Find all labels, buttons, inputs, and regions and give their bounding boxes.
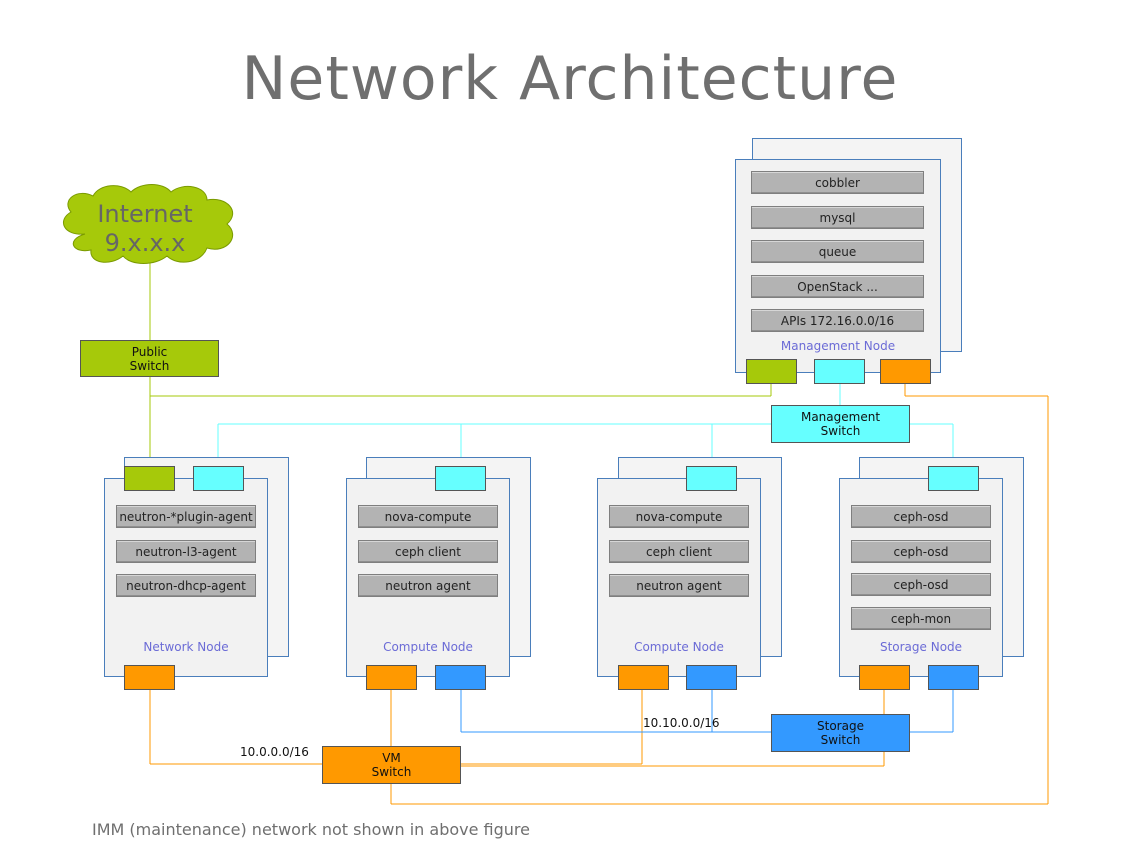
- management-node-management-port: [814, 359, 865, 384]
- compute-node-1-management-port: [435, 466, 486, 491]
- public-switch: Public Switch: [80, 340, 219, 377]
- internet-cloud-icon: [62, 184, 234, 264]
- service-neutron-l3-agent: neutron-l3-agent: [116, 540, 256, 563]
- management-node: [735, 159, 941, 373]
- network-node-public-port: [124, 466, 175, 491]
- public-switch-line1: Public: [131, 344, 168, 359]
- storage-switch-line1: Storage: [817, 719, 864, 733]
- compute-node-2-management-port: [686, 466, 737, 491]
- service-mysql: mysql: [751, 206, 924, 229]
- internet-label: Internet 9.x.x.x: [60, 200, 230, 258]
- service-nova-compute: nova-compute: [358, 505, 498, 528]
- service-ceph-osd: ceph-osd: [851, 540, 991, 563]
- network-node-management-port: [193, 466, 244, 491]
- compute-node-2-label: Compute Node: [634, 640, 724, 654]
- compute-node-1-label: Compute Node: [383, 640, 473, 654]
- storage-node-management-port: [928, 466, 979, 491]
- management-node-label: Management Node: [780, 339, 896, 353]
- service-queue: queue: [751, 240, 924, 263]
- vm-switch: VM Switch: [322, 746, 461, 784]
- vm-network-lines: [149, 384, 1049, 805]
- compute-node-1-vm-port: [366, 665, 417, 690]
- vm-network-cidr: 10.0.0.0/16: [240, 745, 309, 759]
- page-title: Network Architecture: [241, 44, 899, 114]
- internet-address: 9.x.x.x: [104, 229, 186, 257]
- compute-node-1-storage-port: [435, 665, 486, 690]
- vm-switch-line2: Switch: [371, 765, 412, 779]
- footnote: IMM (maintenance) network not shown in a…: [92, 820, 530, 839]
- service-openstack: OpenStack ...: [751, 275, 924, 298]
- public-network-lines: [149, 262, 772, 466]
- storage-node-vm-port: [859, 665, 910, 690]
- storage-node-storage-port: [928, 665, 979, 690]
- service-nova-compute: nova-compute: [609, 505, 749, 528]
- service-cobbler: cobbler: [751, 171, 924, 194]
- vm-switch-line1: VM: [382, 751, 401, 765]
- service-apis: APIs 172.16.0.0/16: [751, 309, 924, 332]
- storage-node-label: Storage Node: [879, 640, 963, 654]
- service-ceph-osd: ceph-osd: [851, 573, 991, 596]
- service-neutron-agent: neutron agent: [609, 574, 749, 597]
- storage-switch: Storage Switch: [771, 714, 910, 752]
- service-neutron-dhcp-agent: neutron-dhcp-agent: [116, 574, 256, 597]
- service-ceph-mon: ceph-mon: [851, 607, 991, 630]
- management-switch: Management Switch: [771, 405, 910, 443]
- network-node-label: Network Node: [143, 640, 229, 654]
- compute-node-2-storage-port: [686, 665, 737, 690]
- internet-label-line1: Internet: [97, 200, 193, 228]
- compute-node-2-vm-port: [618, 665, 669, 690]
- network-node-vm-port: [124, 665, 175, 690]
- service-ceph-client: ceph client: [358, 540, 498, 563]
- service-neutron-plugin-agent: neutron-*plugin-agent: [116, 505, 256, 528]
- service-neutron-agent: neutron agent: [358, 574, 498, 597]
- management-node-public-port: [746, 359, 797, 384]
- storage-switch-line2: Switch: [820, 733, 861, 747]
- service-ceph-osd: ceph-osd: [851, 505, 991, 528]
- storage-network-cidr: 10.10.0.0/16: [643, 716, 720, 730]
- public-switch-line2: Switch: [129, 358, 170, 373]
- management-node-vm-port: [880, 359, 931, 384]
- management-switch-line2: Switch: [820, 424, 861, 438]
- service-ceph-client: ceph client: [609, 540, 749, 563]
- storage-network-lines: [460, 690, 954, 733]
- management-switch-line1: Management: [800, 410, 881, 424]
